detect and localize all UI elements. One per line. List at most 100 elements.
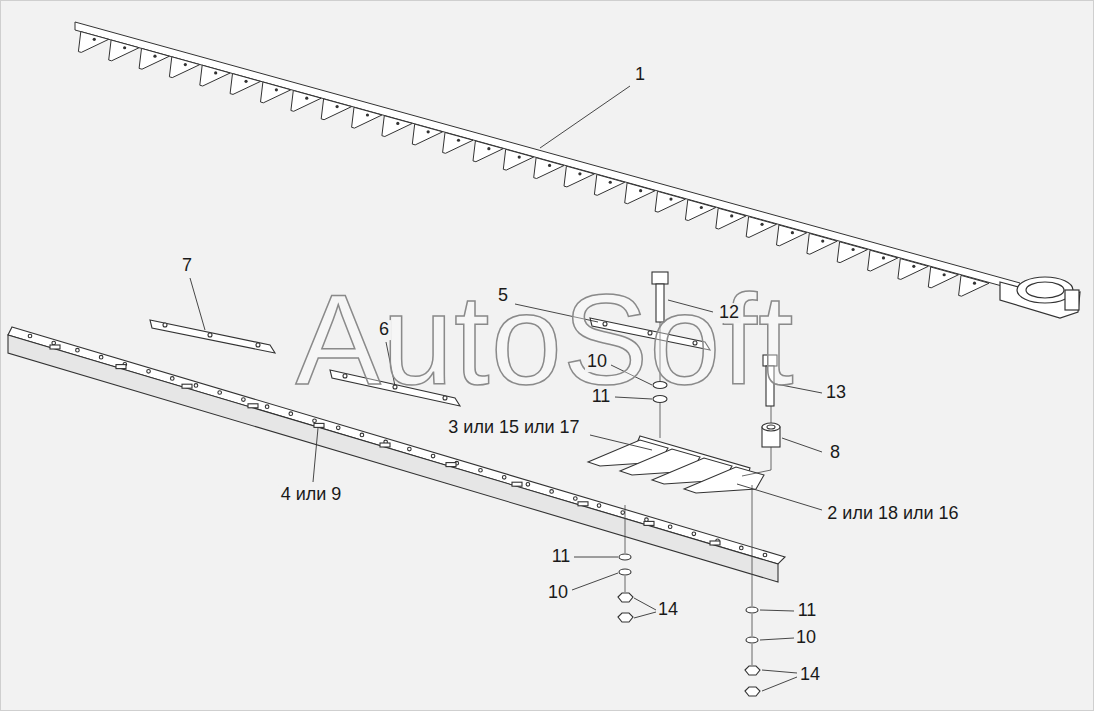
rivet	[760, 223, 763, 226]
rivet	[184, 63, 187, 66]
knife-section	[685, 200, 715, 221]
bar-slot	[248, 404, 258, 408]
knife-section	[291, 91, 321, 112]
bar-hole	[336, 426, 340, 430]
knife-section	[777, 225, 807, 246]
knife-section	[503, 149, 533, 170]
rivet	[912, 265, 915, 268]
bar-hole	[479, 468, 483, 472]
bar-hole	[408, 447, 412, 451]
rivet	[882, 256, 885, 259]
rivet	[852, 248, 855, 251]
bar-hole	[621, 511, 625, 515]
bar-slot	[710, 541, 720, 545]
rivet	[457, 139, 460, 142]
callout-number: 11	[590, 387, 613, 407]
callout-number: 11	[796, 601, 819, 621]
bar-hole	[550, 490, 554, 494]
callout-number: 10	[546, 583, 570, 603]
rivet	[791, 231, 794, 234]
bar-hole	[763, 553, 767, 557]
rivet	[700, 206, 703, 209]
callout-number: 4 или 9	[279, 485, 344, 505]
bar-slot	[512, 482, 522, 486]
bar-hole	[289, 412, 293, 416]
rivet	[609, 181, 612, 184]
bar-hole	[52, 341, 56, 345]
knife-section	[594, 175, 624, 196]
knife-section	[868, 250, 898, 271]
callout-number: 10	[794, 628, 818, 648]
callout-number: 3 или 15 или 17	[446, 418, 581, 438]
knife-section	[959, 275, 989, 296]
callout-number: 10	[585, 352, 609, 372]
rivet	[427, 130, 430, 133]
bar-slot	[578, 502, 588, 506]
callout-number: 1	[633, 65, 647, 85]
knife-section	[230, 74, 260, 95]
callout-number: 12	[717, 303, 741, 323]
callout-number: 7	[180, 256, 194, 276]
knife-section	[625, 183, 655, 204]
bar-hole	[502, 475, 506, 479]
knife-section	[169, 57, 199, 78]
bar-hole	[265, 405, 269, 409]
knife-section	[321, 99, 351, 120]
knife-section	[443, 133, 473, 154]
rivet	[214, 71, 217, 74]
rivet	[153, 55, 156, 58]
bar-slot	[50, 345, 60, 349]
bar-hole	[99, 355, 103, 359]
rivet	[487, 147, 490, 150]
bar-slot	[314, 423, 324, 427]
knife-assembly	[75, 22, 1020, 296]
bar-hole	[668, 525, 672, 529]
rivet	[973, 282, 976, 285]
rivet	[730, 214, 733, 217]
knife-section	[564, 166, 594, 187]
bar-hole	[28, 334, 32, 338]
rivet	[93, 38, 96, 41]
knife-section	[473, 141, 503, 162]
leader-lines	[190, 86, 822, 691]
rivet	[821, 240, 824, 243]
bar-hole	[360, 433, 364, 437]
rivet	[943, 273, 946, 276]
callout-number: 14	[656, 600, 680, 620]
bar-hole	[76, 348, 80, 352]
rivet	[123, 46, 126, 49]
rivet	[366, 113, 369, 116]
knife-section	[746, 217, 776, 238]
bar-hole	[242, 398, 246, 402]
knife-section	[78, 32, 108, 53]
callout-number: 2 или 18 или 16	[825, 504, 960, 524]
rivet	[275, 88, 278, 91]
rivet	[396, 122, 399, 125]
bar-hole	[526, 483, 530, 487]
bar-slot	[644, 521, 654, 525]
bar-slot	[182, 384, 192, 388]
rivet	[578, 172, 581, 175]
callout-number: 8	[828, 443, 842, 463]
knife-section	[898, 259, 928, 280]
callout-number: 6	[377, 320, 391, 340]
knife-section	[352, 107, 382, 128]
knife-section	[261, 82, 291, 103]
bar-slot	[446, 463, 456, 467]
callout-number: 5	[496, 286, 510, 306]
bar-hole	[170, 377, 174, 381]
bar-hole	[574, 497, 578, 501]
rivet	[548, 164, 551, 167]
knife-section	[139, 48, 169, 69]
bar-hole	[692, 532, 696, 536]
knife-section	[655, 191, 685, 212]
rivet	[669, 197, 672, 200]
rivet	[518, 155, 521, 158]
knife-section	[200, 65, 230, 86]
bar-hole	[313, 419, 317, 423]
knife-section	[807, 233, 837, 254]
watermark: AutoSoft	[296, 270, 795, 411]
callout-number: 11	[550, 547, 573, 567]
rivet	[305, 97, 308, 100]
